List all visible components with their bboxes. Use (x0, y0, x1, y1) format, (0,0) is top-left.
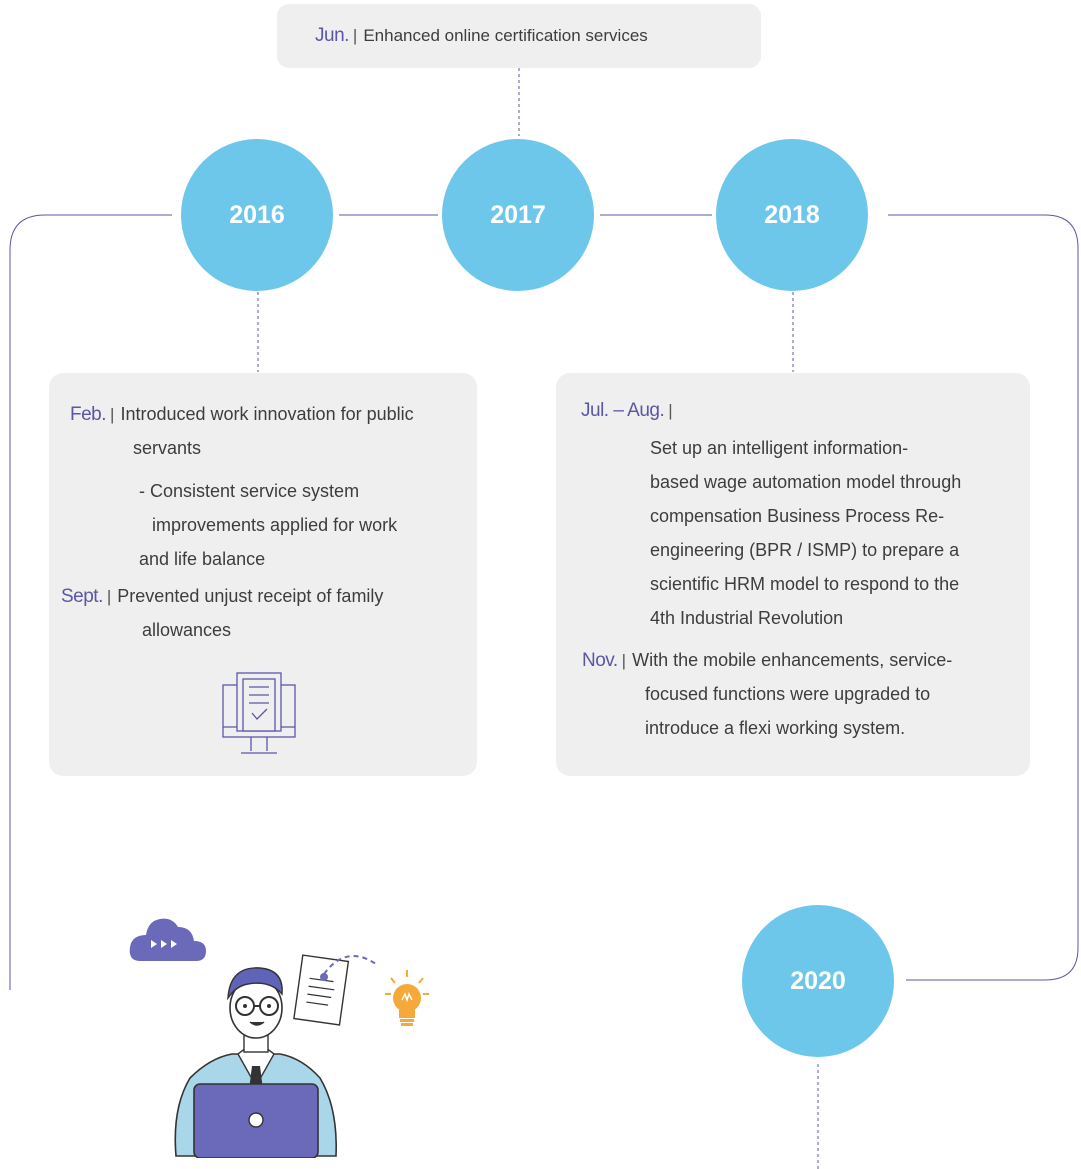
top-note-box: Jun. | Enhanced online certification ser… (277, 4, 761, 68)
jul-text-line3: compensation Business Process Re- (650, 506, 945, 526)
top-note-text: Enhanced online certification services (363, 26, 648, 45)
card-2016: Feb.|Introduced work innovation for publ… (49, 373, 477, 776)
year-2017-circle: 2017 (442, 139, 594, 291)
nov-month: Nov. (582, 650, 618, 671)
computer-checklist-icon (222, 672, 296, 754)
cloud-icon (129, 918, 206, 961)
jul-text-line1: Set up an intelligent information- (650, 438, 909, 458)
sept-text-line2: allowances (142, 620, 232, 640)
dashed-arc (320, 955, 377, 981)
sub-text-line2: improvements applied for work (152, 515, 398, 535)
nov-text-line1: With the mobile enhancements, service- (632, 650, 953, 670)
feb-text-line2: servants (133, 438, 202, 458)
card-2018: Jul. – Aug.| Set up an intelligent infor… (556, 373, 1030, 776)
year-2016-circle: 2016 (181, 139, 333, 291)
jul-text-line6: 4th Industrial Revolution (650, 608, 844, 628)
feb-text-line1: Introduced work innovation for public (120, 404, 414, 424)
nov-text-line3: introduce a flexi working system. (645, 718, 906, 738)
jul-text-line5: scientific HRM model to respond to the (650, 574, 960, 594)
year-2020-circle: 2020 (742, 905, 894, 1057)
jul-text-line2: based wage automation model through (650, 472, 962, 492)
lightbulb-icon (385, 970, 429, 1026)
jul-text-line4: engineering (BPR / ISMP) to prepare a (650, 540, 960, 560)
laptop-icon (193, 1083, 319, 1158)
sub-text-line1: - Consistent service system (139, 481, 360, 501)
sept-text-line1: Prevented unjust receipt of family (117, 586, 384, 606)
sept-month: Sept. (61, 586, 103, 607)
top-note-month: Jun. (315, 25, 349, 46)
nov-text-line2: focused functions were upgraded to (645, 684, 931, 704)
person-icon (174, 967, 337, 1158)
separator: | (352, 26, 358, 45)
jul-aug-month: Jul. – Aug. (581, 400, 665, 421)
document-icon (293, 954, 350, 1026)
sub-text-line3: and life balance (139, 549, 266, 569)
feb-month: Feb. (70, 404, 107, 425)
year-2018-circle: 2018 (716, 139, 868, 291)
